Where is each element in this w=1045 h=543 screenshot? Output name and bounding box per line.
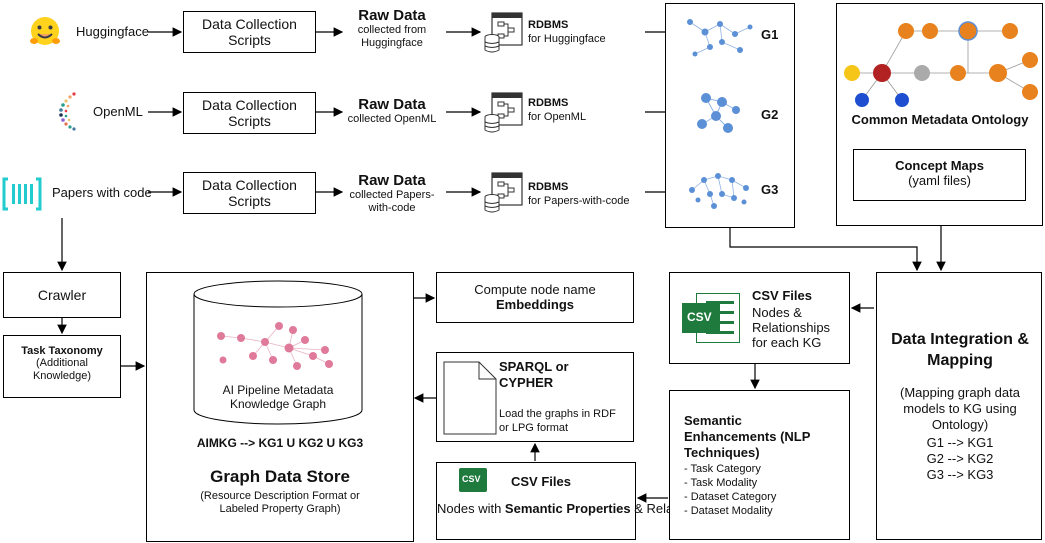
- semantic-enh-item: - Task Category: [684, 463, 761, 475]
- collection-scripts-pwc: Data Collection Scripts: [183, 172, 316, 214]
- embeddings-line2: Embeddings: [495, 297, 574, 312]
- source-label-huggingface: Huggingface: [76, 24, 149, 39]
- source-label-openml: OpenML: [93, 104, 143, 119]
- csv-semantic-box: CSV CSV Files Nodes with Semantic Proper…: [436, 462, 725, 540]
- graph-g2-label: G2: [761, 107, 779, 122]
- arrow-graphs-to-integration: [729, 228, 922, 272]
- knowledge-graph-cylinder-icon: [193, 280, 363, 425]
- openml-icon: [54, 90, 84, 137]
- csv-files-box: CSV CSV Files Nodes & Relationships for …: [669, 272, 850, 364]
- aimkg-formula: AIMKG --> KG1 U KG2 U KG3: [196, 436, 364, 450]
- task-taxonomy-box: Task Taxonomy (Additional Knowledge): [3, 335, 121, 398]
- graph-g3-label: G3: [761, 182, 779, 197]
- csv-files-desc: Nodes & Relationships for each KG: [752, 305, 831, 350]
- sparql-box: SPARQL or CYPHER Load the graphs in RDF …: [436, 352, 634, 442]
- semantic-enh-title: Semantic Enhancements (NLP Techniques): [684, 413, 811, 460]
- concept-maps-title: Concept Maps: [895, 158, 984, 173]
- integration-desc: (Mapping graph data models to KG using O…: [900, 385, 1020, 432]
- embeddings-line1: Compute node name: [474, 282, 596, 297]
- task-taxonomy-title: Task Taxonomy: [21, 345, 103, 357]
- rdbms-hf: RDBMS for Huggingface: [528, 19, 606, 45]
- embeddings-box: Compute node name Embeddings: [436, 272, 634, 323]
- document-icon: [443, 361, 497, 435]
- graph-g3-icon: [689, 173, 749, 209]
- task-taxonomy-sub: (Additional Knowledge): [32, 357, 92, 382]
- database-server-icon: [484, 172, 524, 219]
- integration-map-item: G2 --> KG2: [926, 451, 994, 466]
- ontology-graph-icon: [844, 21, 1038, 107]
- csv-semantic-title: CSV Files: [511, 474, 571, 489]
- graph-g1-icon: [687, 19, 753, 57]
- collection-scripts-openml: Data Collection Scripts: [183, 92, 316, 134]
- data-integration-box: Data Integration & Mapping (Mapping grap…: [876, 272, 1042, 540]
- semantic-enh-item: - Dataset Modality: [684, 505, 773, 517]
- sparql-title: SPARQL or CYPHER: [499, 359, 569, 390]
- integration-map-item: G3 --> KG3: [926, 467, 994, 482]
- graph-store-sub: (Resource Description Format or Labeled …: [200, 490, 360, 515]
- ontology-title: Common Metadata Ontology: [851, 112, 1029, 127]
- collection-scripts-hf: Data Collection Scripts: [183, 11, 316, 53]
- concept-maps-box: Concept Maps (yaml files): [853, 149, 1026, 201]
- crawler-label: Crawler: [37, 287, 87, 303]
- rdbms-openml: RDBMS for OpenML: [528, 97, 587, 123]
- raw-data-pwc: Raw Data collected Papers- with-code: [349, 172, 435, 214]
- csv-files-title: CSV Files: [752, 288, 812, 303]
- paperswithcode-icon: [2, 176, 42, 217]
- graph-g1-label: G1: [761, 27, 779, 42]
- csv-file-icon: CSV: [682, 293, 740, 343]
- database-server-icon: [484, 92, 524, 139]
- kg-cylinder-label: AI Pipeline Metadata Knowledge Graph: [222, 383, 334, 411]
- semantic-enh-item: - Dataset Category: [684, 491, 777, 503]
- semantic-enh-item: - Task Modality: [684, 477, 758, 489]
- raw-data-hf: Raw Data collected from Huggingface: [357, 7, 427, 49]
- sparql-desc: Load the graphs in RDF or LPG format: [499, 408, 616, 434]
- integration-maps: G1 --> KG1 G2 --> KG2 G3 --> KG3: [877, 435, 1043, 483]
- semantic-enh-list: - Task Category - Task Modality - Datase…: [684, 462, 776, 518]
- integration-map-item: G1 --> KG1: [926, 435, 994, 450]
- huggingface-icon: [27, 14, 63, 55]
- csv-semantic-desc: Nodes with Semantic Properties & Relatio…: [437, 501, 725, 516]
- graph-g2-icon: [697, 93, 740, 133]
- crawler-box: Crawler: [3, 272, 121, 318]
- semantic-enhancements-box: Semantic Enhancements (NLP Techniques) -…: [669, 390, 850, 540]
- database-server-icon: [484, 12, 524, 59]
- concept-maps-sub: (yaml files): [908, 173, 971, 188]
- rdbms-pwc: RDBMS for Papers-with-code: [528, 181, 630, 207]
- source-graphs-panel: [665, 3, 795, 228]
- raw-data-openml: Raw Data collected OpenML: [347, 96, 437, 125]
- csv-file-icon: CSV: [459, 468, 487, 492]
- source-label-pwc: Papers with code: [52, 185, 152, 200]
- integration-title: Data Integration & Mapping: [891, 331, 1029, 369]
- graph-store-title: Graph Data Store: [210, 467, 350, 486]
